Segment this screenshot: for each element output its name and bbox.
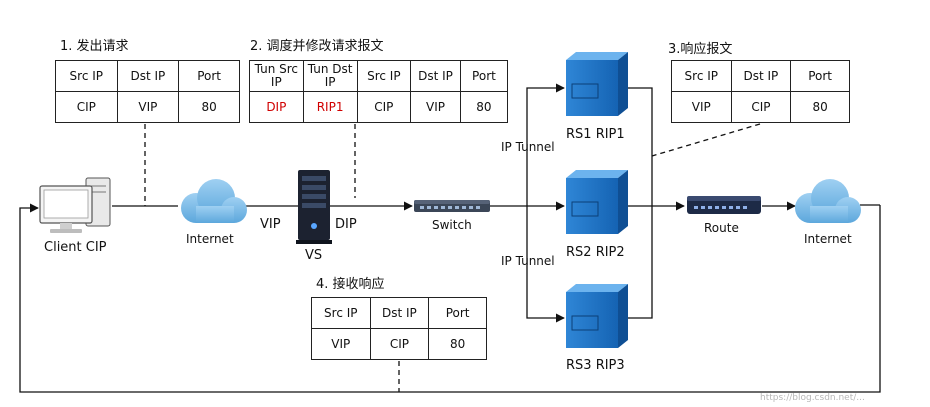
- step2-title: 2. 调度并修改请求报文: [250, 39, 384, 54]
- header-cell: Src IP: [356, 60, 412, 92]
- header-cell: Src IP: [671, 60, 732, 92]
- return-path-line: [19, 203, 881, 393]
- step4-title: 4. 接收响应: [316, 277, 385, 292]
- internet-left-label: Internet: [186, 232, 234, 246]
- step3-title: 3.响应报文: [668, 42, 733, 57]
- header-cell: Tun Src IP: [249, 60, 304, 92]
- switch-label: Switch: [432, 218, 472, 232]
- vs-server-icon: [296, 170, 332, 244]
- internet-cloud-right-icon: [795, 179, 861, 223]
- route-label: Route: [704, 221, 739, 235]
- header-cell: Dst IP: [116, 60, 180, 92]
- header-cell: Tun Dst IP: [302, 60, 358, 92]
- header-cell: Dst IP: [410, 60, 461, 92]
- tunnel-dst-value: RIP1: [302, 91, 358, 123]
- value-cell: 80: [459, 91, 509, 123]
- value-cell: VIP: [116, 91, 180, 123]
- table3-connector: [651, 123, 761, 157]
- tunnel-label-2: IP Tunnel: [501, 254, 555, 268]
- header-cell: Dst IP: [730, 60, 792, 92]
- header-cell: Port: [428, 297, 487, 329]
- value-cell: CIP: [356, 91, 412, 123]
- tunnel-label-1: IP Tunnel: [501, 140, 555, 154]
- value-cell: CIP: [55, 91, 118, 123]
- header-cell: Src IP: [55, 60, 118, 92]
- request-packet-table: Src IP Dst IP Port CIP VIP 80: [55, 60, 240, 123]
- client-label: Client CIP: [44, 240, 107, 255]
- value-cell: VIP: [671, 91, 732, 123]
- received-response-table: Src IP Dst IP Port VIP CIP 80: [311, 297, 487, 360]
- response-packet-table: Src IP Dst IP Port VIP CIP 80: [671, 60, 850, 123]
- rs3-to-route-line: [627, 206, 653, 319]
- vs-label: VS: [305, 248, 323, 263]
- vip-label: VIP: [260, 217, 281, 232]
- switch-icon: [414, 200, 490, 212]
- header-cell: Src IP: [311, 297, 371, 329]
- header-cell: Port: [459, 60, 509, 92]
- rs3-label: RS3 RIP3: [566, 358, 625, 373]
- rs2-label: RS2 RIP2: [566, 245, 625, 260]
- step1-title: 1. 发出请求: [60, 39, 129, 54]
- value-cell: CIP: [730, 91, 792, 123]
- value-cell: 80: [790, 91, 850, 123]
- value-cell: 80: [178, 91, 240, 123]
- switch-to-rs1-line: [526, 83, 565, 206]
- header-cell: Port: [790, 60, 850, 92]
- client-computer-icon: [39, 177, 111, 233]
- rs2-server-icon: [566, 170, 628, 234]
- rs1-server-icon: [566, 52, 628, 116]
- value-cell: CIP: [369, 328, 430, 360]
- rs3-server-icon: [566, 284, 628, 348]
- tunneled-packet-table: Tun Src IP Tun Dst IP Src IP Dst IP Port…: [249, 60, 509, 123]
- rs1-to-route-line: [627, 87, 653, 206]
- router-icon: [687, 196, 761, 214]
- value-cell: 80: [428, 328, 487, 360]
- value-cell: VIP: [410, 91, 461, 123]
- dip-label: DIP: [335, 217, 357, 232]
- header-cell: Dst IP: [369, 297, 430, 329]
- internet-cloud-left-icon: [181, 179, 247, 223]
- tunnel-src-value: DIP: [249, 91, 304, 123]
- internet-right-label: Internet: [804, 232, 852, 246]
- rs1-label: RS1 RIP1: [566, 127, 625, 142]
- header-cell: Port: [178, 60, 240, 92]
- switch-to-rs3-line: [526, 206, 565, 323]
- watermark: https://blog.csdn.net/...: [760, 393, 865, 403]
- value-cell: VIP: [311, 328, 371, 360]
